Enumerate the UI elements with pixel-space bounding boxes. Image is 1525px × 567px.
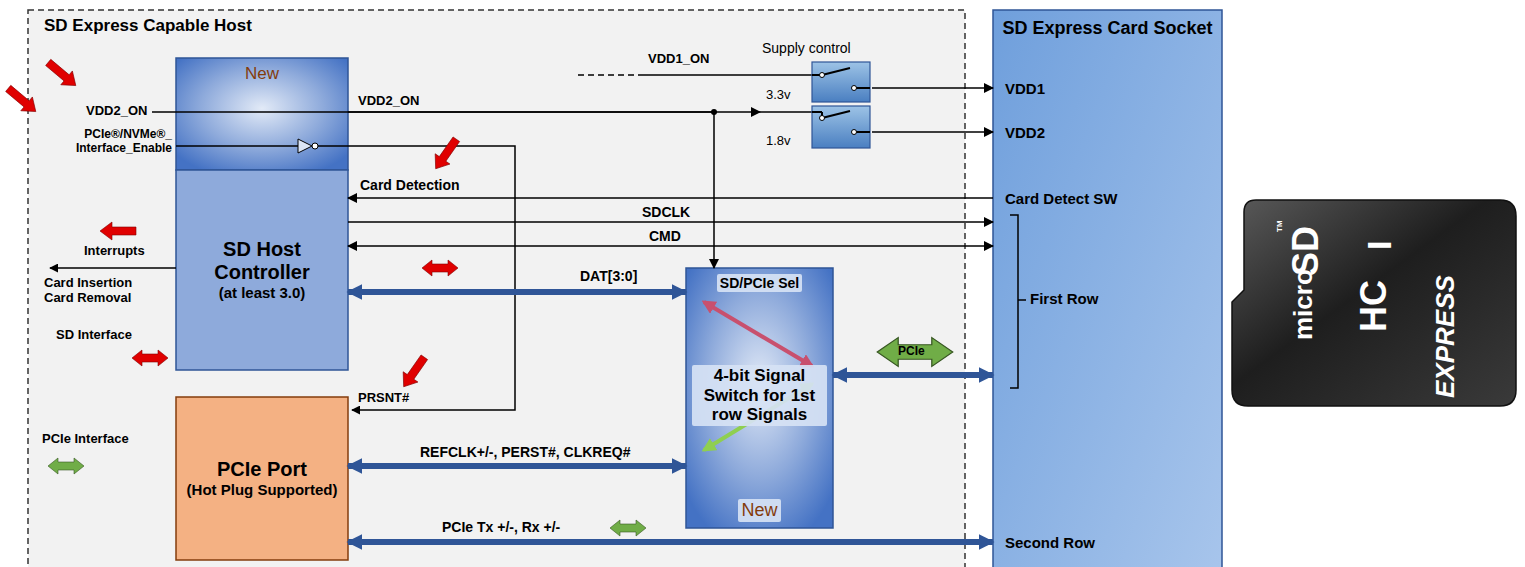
switch-contact bbox=[820, 73, 825, 78]
signal-name: PCIe bbox=[898, 345, 925, 359]
microsd-card bbox=[1232, 200, 1516, 406]
pcie-arrow bbox=[610, 520, 646, 536]
signal-connector bbox=[348, 197, 993, 199]
new-block-fill bbox=[176, 58, 348, 170]
signal-connector bbox=[348, 245, 993, 247]
callout-arrow bbox=[396, 352, 431, 392]
signal-label: PCIe Tx +/-, Rx +/- bbox=[440, 519, 562, 535]
signal-connector bbox=[348, 112, 714, 268]
bus-connector bbox=[348, 539, 993, 545]
signal-wire bbox=[176, 145, 298, 147]
callout-arrow bbox=[42, 56, 81, 93]
signal-name: Second Row bbox=[1005, 534, 1095, 551]
switch-contact bbox=[820, 116, 825, 121]
sd-path-arrow bbox=[704, 302, 812, 366]
host-controller-fill bbox=[176, 170, 348, 370]
signal-label: SDCLK bbox=[640, 204, 692, 220]
card-marking: HC bbox=[1356, 280, 1392, 332]
node-text: 4-bit Signal Switch for 1st row Signals bbox=[692, 365, 827, 426]
signal-label: REFCLK+/-, PERST#, CLKREQ# bbox=[418, 444, 632, 460]
signal-wire bbox=[152, 111, 348, 113]
node-text: New bbox=[738, 499, 780, 522]
signal-name: VDD1 bbox=[1005, 80, 1045, 97]
bracket bbox=[1010, 215, 1026, 388]
node-title: Supply control bbox=[762, 40, 851, 56]
pcie-arrow bbox=[877, 338, 953, 367]
card-marking: micro bbox=[1290, 269, 1316, 340]
signal-label: VDD2_ON bbox=[356, 94, 421, 109]
card-marking: EXPRESS bbox=[1432, 275, 1458, 398]
signal-label: CMD bbox=[647, 228, 683, 244]
node-title: SD Host Controller bbox=[184, 238, 340, 284]
callout-arrow bbox=[100, 222, 136, 240]
signal-connector bbox=[872, 87, 993, 89]
card-marking: TM bbox=[1276, 220, 1284, 232]
signal-connector bbox=[348, 221, 993, 223]
supply-control: Supply control 3.3v 1.8v bbox=[760, 40, 872, 160]
bus-connector bbox=[833, 372, 993, 378]
card-socket-fill bbox=[993, 10, 1222, 567]
signal-wire bbox=[50, 267, 176, 269]
host-region-fill bbox=[28, 10, 965, 567]
pcie-port: PCIe Port(Hot Plug Supported) bbox=[176, 397, 348, 560]
pcie-port-fill bbox=[176, 397, 348, 560]
node-title: SD Express Card Socket bbox=[1002, 18, 1212, 39]
node-text: (Hot Plug Supported) bbox=[187, 481, 338, 498]
supply-wire bbox=[578, 74, 640, 76]
switch-box bbox=[812, 106, 870, 148]
callout-arrow bbox=[2, 82, 41, 119]
node-title: PCIe Port bbox=[217, 458, 307, 481]
supply-wire bbox=[760, 111, 812, 113]
signal-label: Card Detection bbox=[358, 177, 462, 193]
signal-name: Card Insertion Card Removal bbox=[44, 276, 156, 306]
signal-name: VDD2 bbox=[1005, 124, 1045, 141]
switch-box bbox=[812, 62, 870, 102]
callout-arrow bbox=[428, 134, 463, 174]
node-title: New bbox=[245, 64, 279, 84]
supply-wire bbox=[640, 74, 812, 76]
switch-symbol bbox=[812, 111, 870, 132]
node-title: SD/PCIe Sel bbox=[717, 274, 802, 292]
signal-wire bbox=[318, 146, 515, 410]
signal-name: Card Detect SW bbox=[1005, 190, 1118, 207]
signal-name: Interrupts bbox=[84, 244, 145, 259]
pcie-arrow bbox=[48, 458, 84, 474]
switch-symbol bbox=[812, 68, 870, 88]
node-text: 3.3v bbox=[766, 88, 791, 103]
node-text: 1.8v bbox=[766, 134, 791, 149]
signal-name: SD Interface bbox=[56, 328, 132, 343]
switch-contact bbox=[852, 130, 857, 135]
supply-control-fill bbox=[760, 40, 872, 160]
signal-name: PCIe Interface bbox=[42, 432, 129, 447]
node-text: (at least 3.0) bbox=[219, 284, 306, 301]
signal-name: VDD2_ON bbox=[86, 104, 147, 119]
new-block: New bbox=[176, 58, 348, 170]
signal-name: VDD1_ON bbox=[648, 52, 709, 67]
host-region: SD Express Capable HostNew SD Host Contro… bbox=[28, 10, 965, 567]
callout-arrow bbox=[132, 350, 168, 366]
signal-switch-fill bbox=[686, 268, 833, 528]
switch-contact bbox=[852, 86, 857, 91]
node-title: SD Express Capable Host bbox=[44, 16, 252, 36]
signal-name: PRSNT# bbox=[358, 391, 409, 406]
signal-name: PCIe®/NVMe®_ Interface_Enable bbox=[52, 128, 172, 156]
host-controller: SD Host Controller(at least 3.0) bbox=[176, 170, 348, 370]
bus-connector bbox=[348, 463, 686, 469]
signal-switch: SD/PCIe Sel 4-bit Signal Switch for 1st r… bbox=[686, 268, 833, 528]
signal-label: DAT[3:0] bbox=[578, 268, 639, 284]
bus-connector bbox=[348, 289, 686, 295]
signal-connector bbox=[872, 131, 993, 133]
card-marking: I bbox=[1362, 241, 1396, 250]
inverter-symbol bbox=[298, 139, 312, 153]
signal-name: First Row bbox=[1030, 290, 1098, 307]
inverter-bubble bbox=[312, 143, 318, 149]
callout-arrow bbox=[422, 260, 458, 276]
card-marking: SD bbox=[1288, 226, 1324, 276]
